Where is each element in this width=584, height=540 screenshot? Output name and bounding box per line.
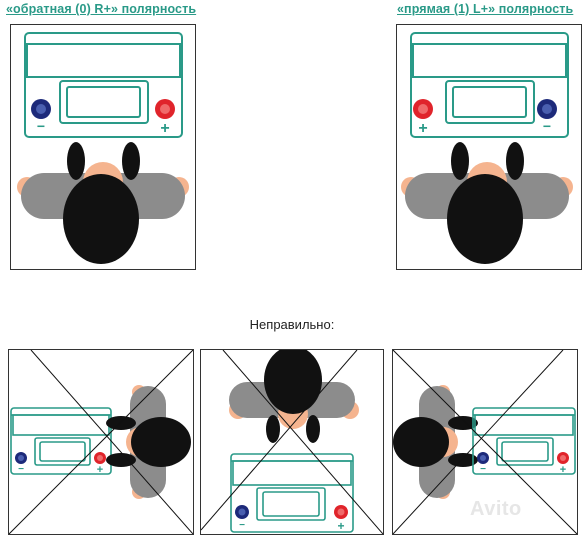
wrong-position-diagram-3: − + xyxy=(392,349,578,535)
cross-out-mark xyxy=(9,350,193,534)
minus-label: − xyxy=(37,118,45,134)
wrong-position-diagram-1: − + xyxy=(8,349,194,535)
wrong-label: Неправильно: xyxy=(249,317,335,332)
plus-label: + xyxy=(560,464,566,476)
avito-watermark: Avito xyxy=(470,498,522,520)
person-top-view xyxy=(401,142,573,264)
positive-terminal xyxy=(155,99,175,119)
battery xyxy=(24,32,183,138)
battery xyxy=(10,407,112,475)
negative-terminal xyxy=(477,452,489,464)
positive-terminal xyxy=(557,452,569,464)
direct-polarity-diagram: + − xyxy=(396,24,582,270)
positive-terminal xyxy=(334,505,348,519)
negative-terminal xyxy=(31,99,51,119)
reverse-polarity-heading[interactable]: «обратная (0) R+» полярность xyxy=(6,2,197,16)
plus-label: + xyxy=(97,464,103,476)
direct-polarity-heading[interactable]: «прямая (1) L+» полярность xyxy=(397,2,574,16)
person-top-view xyxy=(229,350,359,443)
negative-terminal xyxy=(15,452,27,464)
person-top-view xyxy=(17,142,189,264)
negative-terminal xyxy=(537,99,557,119)
wrong-position-diagram-2: − + xyxy=(200,349,384,535)
minus-label: − xyxy=(18,464,24,475)
negative-terminal xyxy=(235,505,249,519)
positive-terminal xyxy=(413,99,433,119)
plus-label: + xyxy=(337,519,344,533)
person-top-view xyxy=(393,385,478,499)
positive-terminal xyxy=(94,452,106,464)
minus-label: − xyxy=(543,118,551,134)
battery xyxy=(472,407,576,475)
cross-out-mark xyxy=(201,350,383,534)
reverse-polarity-diagram: − + xyxy=(10,24,196,270)
battery xyxy=(410,32,569,138)
plus-label: + xyxy=(160,120,169,137)
minus-label: − xyxy=(239,520,245,531)
cross-out-mark xyxy=(393,350,577,534)
plus-label: + xyxy=(418,120,427,137)
battery xyxy=(230,453,354,533)
person-top-view xyxy=(106,385,191,499)
minus-label: − xyxy=(480,464,486,475)
